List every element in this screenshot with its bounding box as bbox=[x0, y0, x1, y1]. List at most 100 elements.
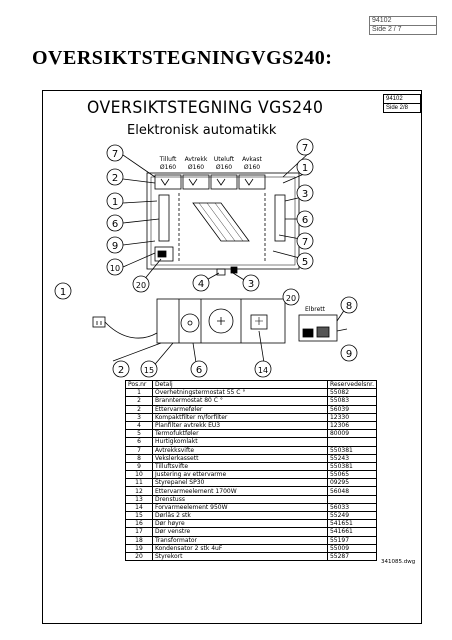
table-cell-ref: 541661 bbox=[326, 527, 378, 537]
table-cell-pos: 4 bbox=[125, 420, 153, 431]
mains-plug bbox=[92, 316, 106, 328]
table-cell-pos: 15 bbox=[125, 510, 153, 521]
unit-drawing: 7 2 1 6 9 10 20 4 3 1 7 1 3 6 7 5 2 15 6… bbox=[54, 138, 358, 378]
table-cell-detail: Planfilter avtrekk EU3 bbox=[152, 420, 328, 431]
table-cell-ref: 55083 bbox=[326, 396, 378, 406]
table-cell-detail: Ettervarmeelement 1700W bbox=[152, 486, 328, 496]
drain-outlet bbox=[230, 266, 238, 274]
callout-5: 5 bbox=[302, 257, 308, 268]
table-cell-detail: Hurtigkomlakt bbox=[152, 437, 328, 447]
table-cell-pos: 19 bbox=[125, 543, 153, 553]
unit-top-view bbox=[156, 298, 286, 344]
sheet-number: 94102 bbox=[386, 96, 403, 102]
table-cell-ref bbox=[326, 494, 378, 504]
callout-7-right: 7 bbox=[302, 237, 308, 248]
table-cell-ref: 55287 bbox=[326, 551, 378, 562]
header-ref: Reservedelsnr. bbox=[326, 379, 378, 390]
page-title: OVERSIKTSTEGNINGVGS240: bbox=[32, 47, 333, 69]
table-cell-pos: 17 bbox=[125, 527, 153, 537]
callout-7: 7 bbox=[112, 149, 118, 160]
callout-12: 2 bbox=[118, 365, 124, 376]
callout-3-right: 3 bbox=[302, 189, 308, 200]
table-cell-ref: 56039 bbox=[326, 404, 378, 414]
table-cell-detail: Dørlås 2 stk bbox=[152, 510, 328, 521]
callout-6: 6 bbox=[112, 219, 118, 230]
table-cell-detail: Ettervarmeføler bbox=[152, 404, 328, 414]
element-box bbox=[250, 314, 268, 330]
table-cell-ref: 56048 bbox=[326, 486, 378, 496]
callout-2-right: 7 bbox=[302, 143, 308, 154]
fan-center bbox=[208, 308, 234, 334]
table-cell-pos: 7 bbox=[125, 445, 153, 455]
sheet-side: Side 2/8 bbox=[384, 103, 420, 112]
drain-stub bbox=[216, 268, 226, 276]
fan-left bbox=[180, 313, 200, 333]
table-cell-pos: 11 bbox=[125, 478, 153, 488]
table-cell-ref: 80009 bbox=[326, 429, 378, 439]
table-cell-detail: Kompaktfilter m/forfilter bbox=[152, 412, 328, 422]
table-cell-ref: 09295 bbox=[326, 478, 378, 488]
table-cell-ref: 55082 bbox=[326, 388, 378, 398]
table-cell-detail: Overhetningstermostat 55 C ° bbox=[152, 388, 328, 398]
callout-6-right: 6 bbox=[302, 215, 308, 226]
table-cell-detail: Drenstuss bbox=[152, 494, 328, 504]
callout-20: 20 bbox=[136, 281, 146, 290]
duct-tilluft bbox=[154, 174, 182, 190]
control-box bbox=[154, 246, 174, 262]
callout-14: 14 bbox=[258, 366, 268, 375]
table-cell-detail: Tilluftsvifte bbox=[152, 461, 328, 472]
drawing-frame: 94102 Side 2/8 OVERSIKTSTEGNING VGS240 E… bbox=[42, 90, 422, 624]
callout-15: 15 bbox=[144, 366, 154, 375]
table-cell-ref: 550381 bbox=[326, 461, 378, 472]
header-pos: Pos.nr bbox=[125, 379, 153, 390]
unit-inner bbox=[150, 176, 296, 266]
table-cell-pos: 12 bbox=[125, 486, 153, 496]
duct-size-uteluft: Ø160 bbox=[216, 164, 232, 171]
table-cell-detail: Styrepanel SP30 bbox=[152, 478, 328, 488]
duct-avkast bbox=[238, 174, 266, 190]
heat-exchanger bbox=[192, 202, 250, 242]
table-cell-ref: 12330 bbox=[326, 412, 378, 422]
duct-label-uteluft: Uteluft bbox=[214, 156, 235, 163]
table-cell-pos: 14 bbox=[125, 502, 153, 513]
duct-size-tilluft: Ø160 bbox=[160, 164, 176, 171]
unit-housing bbox=[146, 172, 300, 270]
mains-cable bbox=[104, 321, 158, 339]
callout-3: 3 bbox=[248, 279, 254, 290]
duct-size-avtrekk: Ø160 bbox=[188, 164, 204, 171]
callout-8-elbrett: 8 bbox=[346, 301, 352, 312]
table-cell-detail: Dør venstre bbox=[152, 527, 328, 537]
table-cell-ref: 55243 bbox=[326, 453, 378, 463]
table-cell-pos: 10 bbox=[125, 470, 153, 480]
table-cell-ref: 56033 bbox=[326, 502, 378, 513]
table-cell-ref: 55065 bbox=[326, 470, 378, 480]
table-cell-pos: 8 bbox=[125, 453, 153, 463]
callout-6-bottom: 6 bbox=[196, 365, 202, 376]
table-cell-pos: 5 bbox=[125, 429, 153, 439]
document-number: 94102 bbox=[372, 17, 392, 24]
callout-2: 2 bbox=[112, 173, 118, 184]
duct-avtrekk bbox=[182, 174, 210, 190]
elbrett-label: Elbrett bbox=[305, 306, 326, 313]
duct-uteluft bbox=[210, 174, 238, 190]
table-cell-ref: 55249 bbox=[326, 510, 378, 521]
table-cell-detail: Branntermostat 80 C ° bbox=[152, 396, 328, 406]
